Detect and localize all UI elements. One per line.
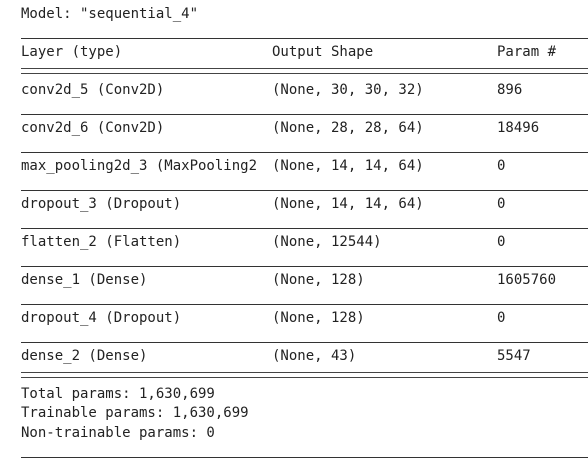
row-output-shape: (None, 30, 30, 32)	[272, 82, 424, 98]
total-params: Total params: 1,630,699	[21, 386, 215, 402]
row-layer: conv2d_6 (Conv2D)	[21, 120, 165, 136]
row-divider	[21, 114, 588, 115]
row-layer: dense_2 (Dense)	[21, 348, 148, 364]
row-params: 18496	[497, 120, 540, 136]
bottom-rule	[21, 457, 588, 458]
header-layer: Layer (type)	[21, 44, 123, 60]
row-divider	[21, 342, 588, 343]
row-divider	[21, 266, 588, 267]
row-divider	[21, 304, 588, 305]
row-layer: max_pooling2d_3 (MaxPooling2	[21, 158, 258, 174]
row-params: 1605760	[497, 272, 557, 288]
row-output-shape: (None, 14, 14, 64)	[272, 158, 424, 174]
model-title: Model: "sequential_4"	[21, 6, 199, 22]
row-output-shape: (None, 12544)	[272, 234, 382, 250]
row-layer: dense_1 (Dense)	[21, 272, 148, 288]
row-output-shape: (None, 43)	[272, 348, 357, 364]
non-trainable-params: Non-trainable params: 0	[21, 425, 215, 441]
row-output-shape: (None, 128)	[272, 272, 365, 288]
row-divider	[21, 228, 588, 229]
header-params: Param #	[497, 44, 557, 60]
row-layer: conv2d_5 (Conv2D)	[21, 82, 165, 98]
row-output-shape: (None, 28, 28, 64)	[272, 120, 424, 136]
row-layer: flatten_2 (Flatten)	[21, 234, 182, 250]
top-rule	[21, 38, 588, 39]
row-layer: dropout_3 (Dropout)	[21, 196, 182, 212]
row-params: 0	[497, 310, 506, 326]
row-output-shape: (None, 128)	[272, 310, 365, 326]
row-params: 0	[497, 158, 506, 174]
trainable-params: Trainable params: 1,630,699	[21, 405, 249, 421]
row-output-shape: (None, 14, 14, 64)	[272, 196, 424, 212]
header-output-shape: Output Shape	[272, 44, 374, 60]
row-params: 0	[497, 234, 506, 250]
row-divider	[21, 152, 588, 153]
row-layer: dropout_4 (Dropout)	[21, 310, 182, 326]
row-params: 896	[497, 82, 523, 98]
row-params: 0	[497, 196, 506, 212]
header-double-rule	[21, 68, 588, 74]
footer-double-rule	[21, 372, 588, 378]
row-divider	[21, 190, 588, 191]
row-params: 5547	[497, 348, 531, 364]
